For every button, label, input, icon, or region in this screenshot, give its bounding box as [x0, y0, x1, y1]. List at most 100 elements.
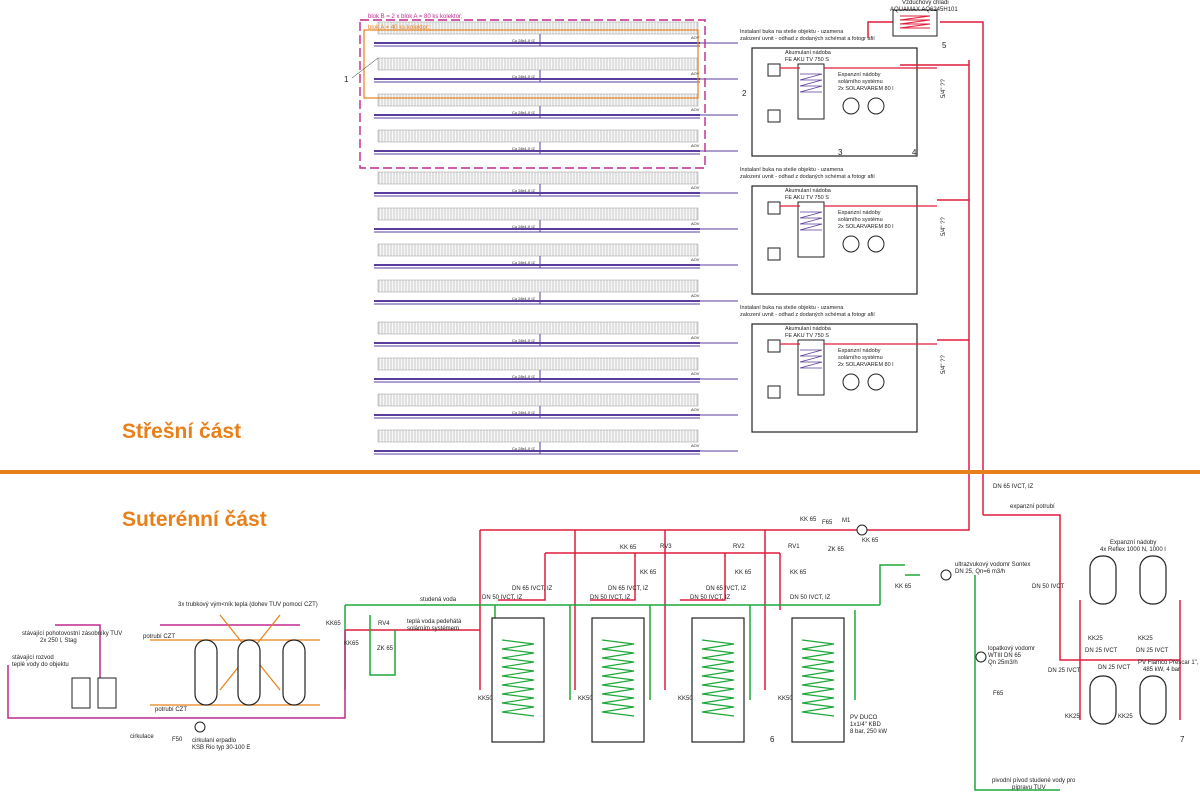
callout-6: 6 — [770, 735, 775, 744]
cooler-coil — [899, 15, 931, 29]
collector-row — [377, 57, 699, 71]
station-note: Instalaní buka na steše objektu - uzamen… — [740, 167, 844, 173]
kk65-right-label: KK 65 — [862, 538, 879, 544]
kk50-label: KK50 — [778, 696, 793, 702]
tuv-label-2: 2x 250 l, Stag — [40, 638, 77, 644]
expansion-vessel — [867, 235, 885, 253]
expansion-vessel — [842, 235, 860, 253]
collector-row — [377, 129, 699, 143]
vent-tag: AOV — [691, 257, 700, 262]
row-tag: Cu 28x1,0 IZ — [512, 188, 535, 193]
dn65-label: DN 65 IVCT, IZ — [993, 484, 1034, 490]
collector-array: Cu 28x1,0 IZ AOV Cu 28x1,0 IZ AOV Cu 28x1,0 … — [374, 21, 738, 455]
block-b-label: blok B = 2 x blok A = 80 ks kolektor; — [368, 14, 463, 20]
collector-row — [377, 21, 699, 35]
tank-label: FE AKU TV 750 S — [785, 333, 829, 339]
vent-tag: AOV — [691, 407, 700, 412]
station-note: zalození uvnit - odhad z dodaných schéma… — [740, 36, 875, 42]
tank-coil — [799, 211, 823, 231]
tank-coil — [799, 73, 823, 93]
basement-red-pipes — [345, 505, 1181, 720]
cold-water-label: studená voda — [420, 597, 457, 603]
flamco-1: PV Flamco Prescar 1", — [1138, 660, 1199, 666]
tank-coil — [801, 639, 835, 717]
vent-tag: AOV — [691, 335, 700, 340]
row-tag: Cu 28x1,0 IZ — [512, 374, 535, 379]
cooler-label-1: Vzduchový chladi — [902, 0, 949, 6]
storage-tank — [691, 617, 745, 743]
row-tag: Cu 28x1,0 IZ — [512, 146, 535, 151]
kk50-label: KK50 — [678, 696, 693, 702]
rv4-label: RV4 — [378, 621, 390, 627]
callout-1: 1 — [344, 75, 349, 84]
collector-row — [377, 171, 699, 185]
collector-row — [377, 279, 699, 293]
expansion-vessel — [842, 97, 860, 115]
tank-coil — [601, 639, 635, 717]
pipe-size: 5/4" ?? — [941, 217, 947, 236]
row-tag: Cu 28x1,0 IZ — [512, 110, 535, 115]
supply-label-2: pípravu TUV — [1012, 785, 1046, 791]
blade-label-1: lopatkový vodomr — [988, 646, 1035, 652]
collector-row — [377, 243, 699, 257]
kk65-meter-label: KK 65 — [895, 584, 912, 590]
vent-tag: AOV — [691, 35, 700, 40]
dn25-2: DN 25 IVCT — [1136, 648, 1169, 654]
expansion-label: solárního systému — [838, 355, 883, 361]
valve-group — [767, 385, 781, 399]
pump-m1 — [856, 524, 868, 536]
storage-tank — [591, 617, 645, 743]
valve-group — [767, 339, 781, 353]
row-tag: Cu 28x1,0 IZ — [512, 296, 535, 301]
vent-tag: AOV — [691, 371, 700, 376]
kk25-4: KK25 — [1118, 714, 1133, 720]
collector-row — [377, 207, 699, 221]
hx-label: 3x trubkový vým<ník tepla (dohev TUV pom… — [178, 602, 318, 608]
callout-5: 5 — [942, 41, 947, 50]
expansion-label: solárního systému — [838, 79, 883, 85]
storage-tank — [491, 617, 545, 743]
czt-upper-label: potrubí CZT — [143, 634, 175, 640]
pipe-size: 5/4" ?? — [941, 79, 947, 98]
row-tag: Cu 28x1,0 IZ — [512, 338, 535, 343]
valve-group — [767, 63, 781, 77]
vent-tag: AOV — [691, 107, 700, 112]
kk65-left-label: KK65 — [326, 621, 341, 627]
valve-group — [767, 109, 781, 123]
expansion-label: 2x SOLARVAREM 80 l — [838, 224, 893, 230]
vent-tag: AOV — [691, 185, 700, 190]
expansion-pipe-label: expanzní potrubí — [1010, 504, 1055, 510]
exp-vessel-1 — [1089, 555, 1117, 605]
dn65-line-2: DN 65 IVCT, IZ — [608, 586, 649, 592]
dn25-4: DN 25 IVCT — [1098, 665, 1131, 671]
dn65-line-3: DN 65 IVCT, IZ — [706, 586, 747, 592]
valve-group — [767, 201, 781, 215]
expansion-vessel — [867, 97, 885, 115]
tank-label: FE AKU TV 750 S — [785, 57, 829, 63]
kk50-label: KK50 — [578, 696, 593, 702]
row-tag: Cu 28x1,0 IZ — [512, 74, 535, 79]
dn50-line-1: DN 50 IVCT, IZ — [482, 595, 523, 601]
zk65-label: ZK 65 — [828, 547, 845, 553]
roof-stations: Instalaní buka na steše objektu - uzamen… — [740, 29, 947, 433]
hx-vessel-3 — [282, 639, 306, 706]
tank-coil — [501, 639, 535, 717]
station-note: zalození uvnit - odhad z dodaných schéma… — [740, 312, 875, 318]
expansion-label: solárního systému — [838, 217, 883, 223]
rv1-label: RV1 — [788, 544, 800, 550]
tuv-label-1: stávající pohotovostní zásobníky TUV — [22, 631, 122, 637]
czt-lower-label: potrubí CZT — [155, 707, 187, 713]
dn65-line-1: DN 65 IVCT, IZ — [512, 586, 553, 592]
f65-top-label: F65 — [822, 520, 833, 526]
circulation-pump — [194, 721, 206, 733]
warm-water-2: solárním systémem — [407, 626, 459, 632]
dn50-line-2: DN 50 IVCT, IZ — [590, 595, 631, 601]
exp-basement-1: Expanzní nádoby — [1110, 540, 1156, 546]
rv2-label: RV2 — [733, 544, 745, 550]
tuv-tank-1 — [71, 677, 91, 709]
exp-vessel-3 — [1089, 675, 1117, 725]
f50-label: F50 — [172, 737, 183, 743]
meter-label-1: ultrazvukový vodomr Sontex — [955, 562, 1030, 568]
callout-7: 7 — [1180, 735, 1185, 744]
